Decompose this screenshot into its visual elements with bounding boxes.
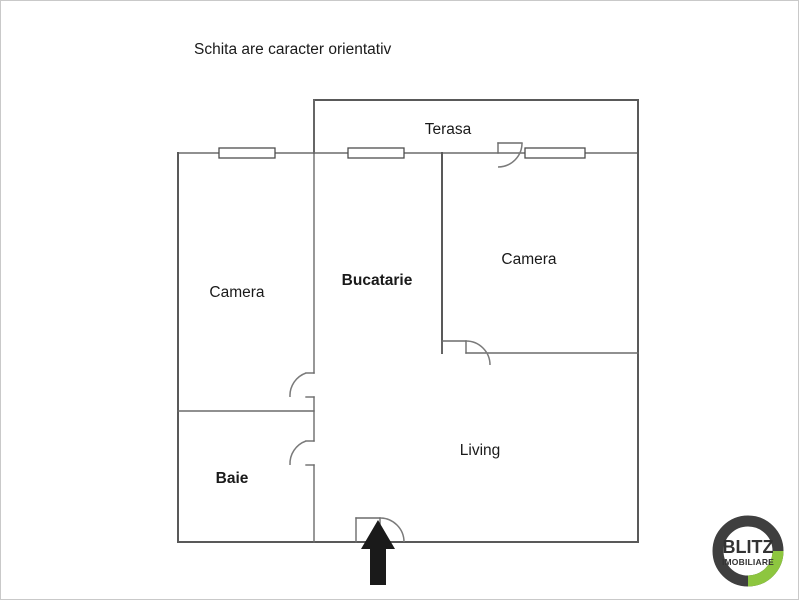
room-label-baie: Baie xyxy=(216,470,249,487)
door-camera-living xyxy=(465,340,491,366)
room-label-camera-left: Camera xyxy=(209,284,265,301)
room-label-group: Terasa Camera Bucatarie Camera Living Ba… xyxy=(209,121,557,487)
entrance-direction-arrow xyxy=(361,520,395,585)
room-label-terasa: Terasa xyxy=(425,121,472,138)
window-bucatarie xyxy=(347,147,405,159)
window-camera-left xyxy=(218,147,276,159)
room-label-camera-right: Camera xyxy=(501,251,557,268)
door-terasa-camera xyxy=(497,142,523,168)
logo-subtitle-text: IMOBILIARE xyxy=(722,557,774,567)
door-hall-baie xyxy=(289,440,307,466)
logo-inner-plate xyxy=(724,527,772,575)
logo-ring-accent xyxy=(747,550,784,587)
window-group xyxy=(218,147,586,159)
logo-brand-text: BLITZ xyxy=(723,537,774,557)
window-camera-right xyxy=(524,147,586,159)
room-label-bucatarie: Bucatarie xyxy=(342,272,413,289)
brand-logo: BLITZ IMOBILIARE xyxy=(706,509,790,593)
brand-logo-mark: BLITZ IMOBILIARE xyxy=(712,515,784,587)
door-group xyxy=(289,142,523,543)
sketch-note: Schita are caracter orientativ xyxy=(194,41,392,58)
door-main-entrance xyxy=(379,517,405,543)
door-hall-camera-left xyxy=(289,372,307,398)
room-label-living: Living xyxy=(460,442,501,459)
